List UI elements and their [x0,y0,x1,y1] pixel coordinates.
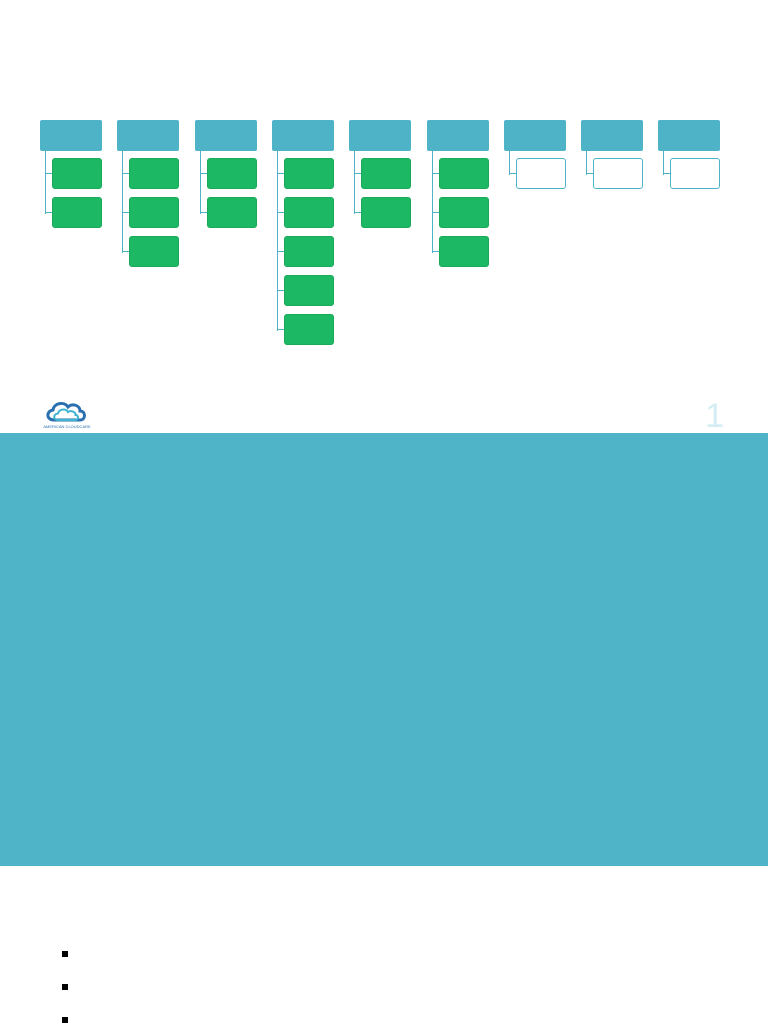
org-child-box [361,197,411,228]
org-branch-line [122,173,129,174]
org-branch-line [200,212,207,213]
org-header-box [581,120,643,151]
org-header-box [504,120,566,151]
org-column [117,120,179,360]
org-child-box [361,158,411,189]
org-column [272,120,334,360]
content-panel [0,433,768,866]
org-header-box [427,120,489,151]
org-chart [0,0,768,360]
org-branch-line [277,251,284,252]
org-branch-line [432,251,439,252]
org-branch-line [586,173,593,174]
org-connector-line [200,151,201,214]
org-child-box-empty [670,158,720,189]
org-child-box [284,275,334,306]
org-connector-line [354,151,355,214]
org-connector-line [509,151,510,175]
org-header-box [349,120,411,151]
org-branch-line [200,173,207,174]
org-column [349,120,411,360]
org-connector-line [586,151,587,175]
bullet-square-icon [62,1017,68,1023]
org-child-box [52,158,102,189]
org-connector-line [45,151,46,214]
org-header-box [658,120,720,151]
org-child-box [439,197,489,228]
org-column [581,120,643,360]
org-child-box-empty [516,158,566,189]
org-header-box [272,120,334,151]
org-branch-line [432,212,439,213]
org-branch-line [45,212,52,213]
org-child-box [284,236,334,267]
org-branch-line [277,212,284,213]
slide-number: 1 [705,397,724,435]
org-child-box [129,158,179,189]
org-connector-line [122,151,123,253]
org-child-box [207,197,257,228]
org-child-box [207,158,257,189]
org-header-box [195,120,257,151]
org-header-box [117,120,179,151]
org-branch-line [277,173,284,174]
org-connector-line [432,151,433,253]
org-connector-line [663,151,664,175]
org-child-box [129,236,179,267]
org-branch-line [45,173,52,174]
org-branch-line [663,173,670,174]
org-header-box [40,120,102,151]
org-branch-line [509,173,516,174]
org-child-box [284,158,334,189]
org-child-box [439,236,489,267]
org-branch-line [277,329,284,330]
company-logo: AMERICAN CLOUDCARE [40,398,94,432]
bullet-square-icon [62,951,68,957]
logo-wordmark: AMERICAN CLOUDCARE [43,424,91,429]
org-branch-line [354,173,361,174]
org-child-box [129,197,179,228]
org-child-box [284,314,334,345]
org-column [504,120,566,360]
org-column [195,120,257,360]
org-child-box-empty [593,158,643,189]
org-child-box [52,197,102,228]
org-branch-line [277,290,284,291]
org-branch-line [354,212,361,213]
cloud-logo-icon [46,401,86,422]
org-column [658,120,720,360]
org-branch-line [122,212,129,213]
bullet-square-icon [62,984,68,990]
org-column [40,120,102,360]
org-branch-line [122,251,129,252]
org-branch-line [432,173,439,174]
org-child-box [439,158,489,189]
org-column [427,120,489,360]
org-child-box [284,197,334,228]
org-connector-line [277,151,278,331]
